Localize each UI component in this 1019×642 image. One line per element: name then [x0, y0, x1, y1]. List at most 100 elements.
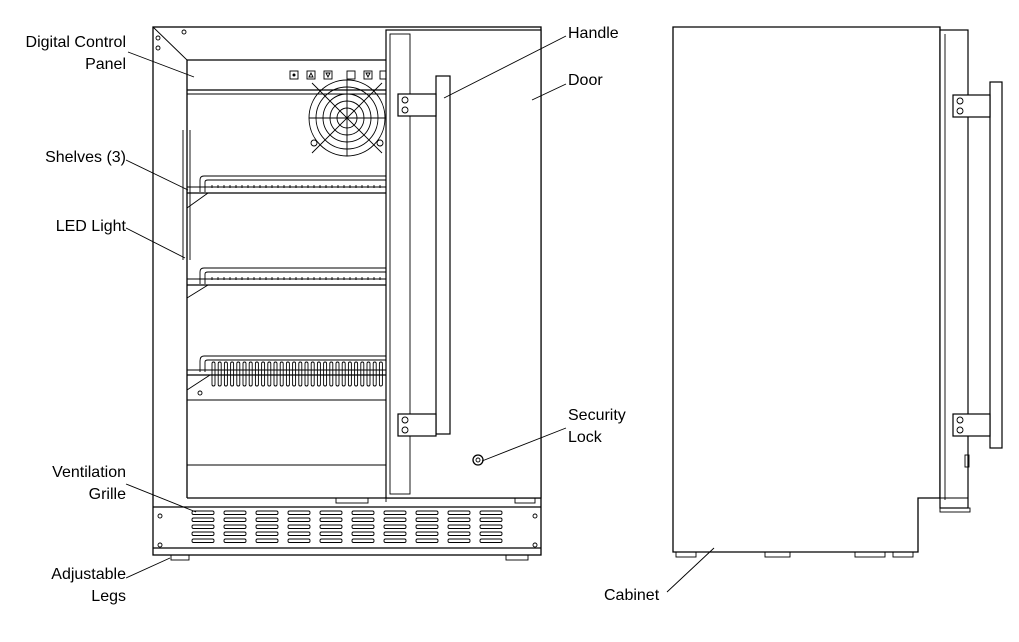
vent-slot: [223, 524, 247, 529]
vent-slot: [319, 531, 343, 536]
vent-slot: [191, 510, 215, 515]
vent-slot: [255, 510, 279, 515]
label-cabinet: Cabinet: [604, 587, 660, 604]
vent-slot: [447, 538, 471, 543]
shelf-bar: [329, 361, 334, 387]
vent-slot: [383, 538, 407, 543]
label-line: Grille: [88, 486, 126, 503]
vent-slot: [191, 531, 215, 536]
shelf-bar: [304, 361, 309, 387]
vent-slot: [383, 524, 407, 529]
shelf-bar: [230, 361, 235, 387]
shelf-bar: [217, 361, 222, 387]
shelf-bar: [261, 361, 266, 387]
shelf-bar: [323, 361, 328, 387]
vent-slot: [479, 531, 503, 536]
vent-slot: [191, 538, 215, 543]
shelf-bar: [236, 361, 241, 387]
vent-slot: [447, 524, 471, 529]
label-door: Door: [568, 72, 603, 89]
vent-slot: [447, 510, 471, 515]
shelf-bar: [360, 361, 365, 387]
shelf-bar: [378, 361, 383, 387]
vent-slot: [287, 531, 311, 536]
vent-slot: [319, 524, 343, 529]
vent-slot: [479, 538, 503, 543]
door-handle: [397, 75, 451, 437]
shelf-bar: [285, 361, 290, 387]
shelf-bar: [316, 361, 321, 387]
vent-slot: [415, 517, 439, 522]
vent-slot: [415, 524, 439, 529]
vent-slot: [415, 531, 439, 536]
vent-slot: [351, 510, 375, 515]
vent-slot: [383, 531, 407, 536]
shelf-bar: [223, 361, 228, 387]
shelf-bar: [372, 361, 377, 387]
shelf-bar: [347, 361, 352, 387]
vent-slot: [479, 510, 503, 515]
label-handle: Handle: [568, 25, 619, 42]
leader-lines: [125, 35, 715, 593]
shelf-bar: [279, 361, 284, 387]
shelf-bar: [310, 361, 315, 387]
vent-slot: [255, 517, 279, 522]
vent-slot: [287, 538, 311, 543]
vent-slot: [223, 517, 247, 522]
vent-slot: [287, 524, 311, 529]
shelf-bar: [248, 361, 253, 387]
label-led-light: LED Light: [55, 218, 126, 235]
shelf-bar: [242, 361, 247, 387]
vent-slot: [255, 531, 279, 536]
label-line: Legs: [91, 588, 126, 605]
vent-slot: [383, 517, 407, 522]
shelf: [186, 175, 390, 209]
vent-slot: [415, 510, 439, 515]
side-view-handle: [952, 81, 1003, 449]
vent-slot: [351, 524, 375, 529]
vent-slot: [319, 517, 343, 522]
vent-slot: [351, 538, 375, 543]
vent-slot: [447, 531, 471, 536]
label-line: Ventilation: [52, 464, 126, 481]
vent-slot: [255, 538, 279, 543]
vent-slot: [223, 538, 247, 543]
shelf-slots: [211, 185, 387, 387]
vent-slot: [479, 524, 503, 529]
side-view-cabinet: [672, 26, 941, 558]
shelf-bar: [354, 361, 359, 387]
shelf-bar: [341, 361, 346, 387]
label-line: Lock: [568, 429, 602, 446]
shelf-bar: [366, 361, 371, 387]
vent-slot: [351, 517, 375, 522]
control-button-icon: [289, 70, 389, 80]
shelf-bar: [298, 361, 303, 387]
vent-slot: [191, 524, 215, 529]
label-security-lock: Security Lock: [568, 405, 626, 449]
label-line: Security: [568, 407, 626, 424]
vent-slot: [287, 517, 311, 522]
vent-slot: [191, 517, 215, 522]
label-adjustable-legs: Adjustable Legs: [0, 564, 126, 608]
label-line: Panel: [85, 56, 126, 73]
label-shelves: Shelves (3): [45, 149, 126, 166]
vent-slot: [223, 510, 247, 515]
shelf-bar: [335, 361, 340, 387]
adjustable-leg: [170, 554, 529, 561]
vent-slot: [319, 538, 343, 543]
vent-slot: [351, 531, 375, 536]
label-digital-control-panel: Digital Control Panel: [0, 32, 126, 76]
shelf-bar: [292, 361, 297, 387]
vent-slot: [223, 531, 247, 536]
label-ventilation-grille: Ventilation Grille: [0, 462, 126, 506]
vent-slot: [447, 517, 471, 522]
vent-slot: [255, 524, 279, 529]
vent-slot: [479, 517, 503, 522]
ventilation-grille-slots: [191, 510, 503, 543]
shelf-bar: [267, 361, 272, 387]
vent-slot: [287, 510, 311, 515]
shelf-bar: [273, 361, 278, 387]
fan-icon: [308, 79, 386, 157]
